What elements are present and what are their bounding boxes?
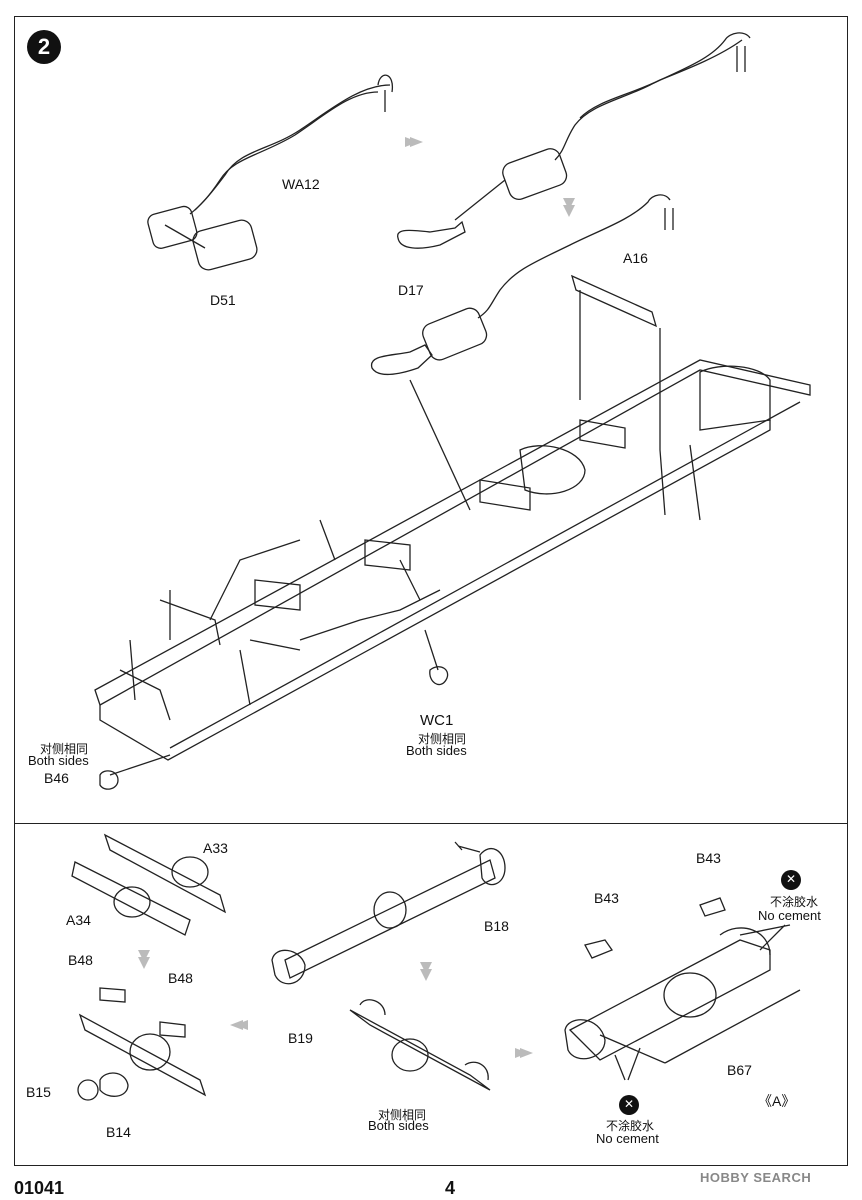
part-label-b67: B67	[727, 1062, 752, 1078]
note-no-cement-en-bottom: No cement	[596, 1131, 659, 1146]
part-label-a33: A33	[203, 840, 228, 856]
no-cement-icon	[619, 1095, 639, 1115]
axle-assembly-right	[564, 897, 801, 1081]
part-label-b14: B14	[106, 1124, 131, 1140]
note-both-sides-cn-b46: 对侧相同	[40, 742, 89, 756]
axle-b18-b19	[271, 841, 506, 985]
note-both-sides-en-b46: Both sides	[28, 753, 89, 768]
part-label-d17: D17	[398, 282, 424, 298]
part-label-wc1: WC1	[420, 712, 454, 729]
view-mark-a: 《A》	[758, 1093, 796, 1109]
flow-arrow-left	[230, 1020, 248, 1030]
note-no-cement-cn-bottom: 不涂胶水	[606, 1119, 655, 1133]
part-label-b19: B19	[288, 1030, 313, 1046]
axle-assembly-b48	[77, 987, 207, 1101]
part-label-wa12: WA12	[282, 176, 320, 192]
part-label-b46: B46	[44, 770, 69, 786]
flow-arrow-down-3	[420, 962, 432, 981]
axle-housing-top-left	[71, 833, 227, 936]
watermark: HOBBY SEARCH	[700, 1170, 812, 1185]
step-number-badge: 2	[27, 30, 61, 64]
note-both-sides-cn-axle: 对侧相同	[378, 1108, 427, 1122]
flow-arrow-right	[405, 137, 423, 147]
no-cement-icon	[781, 870, 801, 890]
part-label-b15: B15	[26, 1084, 51, 1100]
bracket-b46	[99, 770, 119, 790]
part-label-b48-right: B48	[168, 970, 193, 986]
chassis-frame	[94, 359, 811, 761]
part-label-d51: D51	[210, 292, 236, 308]
page-frame	[14, 16, 848, 1166]
product-code: 01041	[14, 1178, 65, 1198]
part-label-b18: B18	[484, 918, 509, 934]
axle-assembled-center	[349, 999, 491, 1091]
flow-arrow-down-2	[138, 950, 150, 969]
note-both-sides-en-axle: Both sides	[368, 1118, 429, 1133]
fastener-wc1	[429, 666, 449, 686]
note-no-cement-cn-top: 不涂胶水	[770, 895, 819, 909]
page-number: 4	[445, 1178, 456, 1198]
flow-arrow-right-2	[515, 1048, 533, 1058]
note-no-cement-en-top: No cement	[758, 908, 821, 923]
note-both-sides-en-wc1: Both sides	[406, 743, 467, 758]
leader-lines	[109, 629, 439, 776]
part-label-b43-right: B43	[696, 850, 721, 866]
exhaust-pipe-d17	[397, 32, 751, 249]
flow-arrow-down	[563, 198, 575, 217]
part-label-b48-left: B48	[68, 952, 93, 968]
section-divider	[14, 823, 848, 824]
note-both-sides-cn-wc1: 对侧相同	[418, 732, 467, 746]
part-label-a34: A34	[66, 912, 91, 928]
exhaust-installed	[371, 194, 674, 511]
exhaust-pipe-wa12	[147, 74, 393, 271]
part-label-b43-left: B43	[594, 890, 619, 906]
part-label-a16: A16	[623, 250, 648, 266]
